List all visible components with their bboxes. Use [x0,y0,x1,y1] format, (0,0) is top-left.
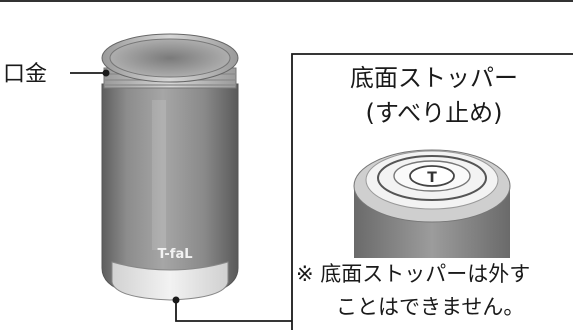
stopper-title-line-2: (すべり止め) [365,99,503,127]
bottle [101,33,239,301]
stopper-outer-ring [377,155,487,201]
mouth-label: 口金 [3,62,48,87]
mouth-opening [109,38,231,78]
note-line-2: ことはできません。 [336,295,525,319]
stopper-emblem-logo: T [427,170,437,186]
base-leader-line [175,300,292,322]
tfal-logo: T-faL [157,247,192,262]
bottle-base-stopper [111,261,229,301]
callout-box-border [291,53,573,330]
mouth-leader-dot [102,69,110,77]
stopper-closeup [353,149,511,258]
top-border-line [0,0,573,2]
stopper-title-line-1: 底面ストッパー [350,64,518,92]
note-line-1: ※ 底面ストッパーは外す [296,262,531,286]
stopper-emblem-ring [409,165,455,187]
